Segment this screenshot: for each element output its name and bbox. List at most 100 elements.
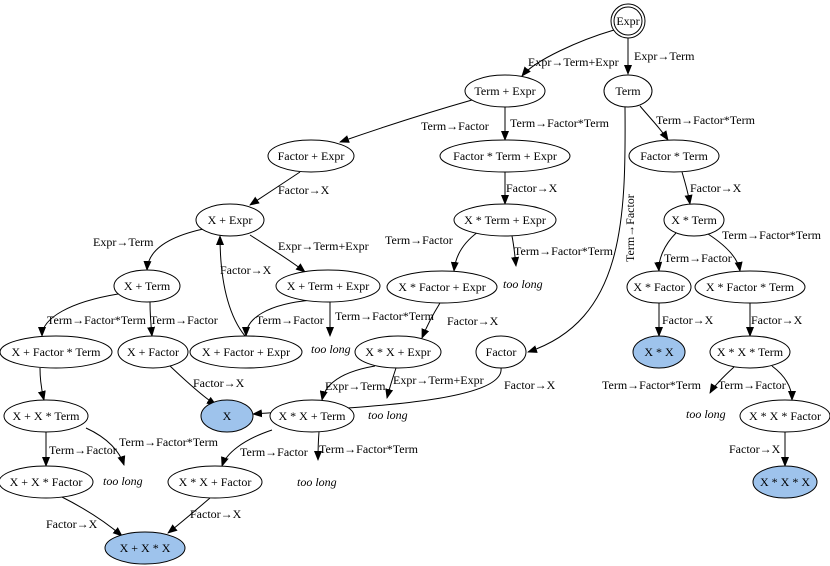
edge-x_mul_x_plus_term-to-x_mul_x_plus_factor: [221, 429, 273, 467]
node-ellipse: [475, 335, 527, 369]
edge-factor_plus_expr-to-x_plus_expr: [249, 171, 301, 206]
edge-label-l15: Term→Factor: [664, 251, 732, 265]
node-label: X * X + Term: [278, 409, 346, 423]
edge-x_plus_term-to-x_plus_factor: [147, 301, 156, 337]
edge-label-l31: Term→Factor: [49, 443, 117, 457]
node-x-mul-term-r: X * Term: [663, 203, 725, 237]
too-long-label: too long: [686, 407, 726, 421]
too-long-label: too long: [368, 408, 408, 422]
edge-label-l20: Term→Factor*Term: [335, 309, 435, 323]
edge-x_mul_x_mul_term-to-t4: [709, 366, 735, 394]
node-ellipse: [167, 465, 263, 499]
edge-label-l23: Factor→X: [751, 313, 803, 327]
start-node-inner-ring: [613, 6, 643, 36]
edge-label-l11: Expr→Term+Expr: [278, 239, 369, 253]
node-x-mul-x-plus-expr: X * X + Expr: [354, 335, 442, 369]
edge-label-l32: Term→Factor*Term: [119, 435, 219, 449]
edge-x_plus_factor_mul_term-to-x_plus_x_mul_term: [37, 367, 46, 401]
edge-label-l34: Term→Factor*Term: [319, 442, 419, 456]
edge-label-l9: Factor→X: [690, 181, 742, 195]
node-label: X + X * X: [120, 541, 171, 555]
too-long-label: too long: [103, 474, 143, 488]
node-label: X * X * X: [760, 475, 810, 489]
edge-label-l30: Factor→X: [729, 442, 781, 456]
node-ellipse: [464, 74, 546, 108]
node-ellipse: [439, 139, 571, 173]
node-label: Factor * Term + Expr: [453, 149, 557, 163]
node-label: X * X * Factor: [749, 409, 821, 423]
edge-label-l12: Factor→X: [220, 263, 272, 277]
edge-x_plus_x_mul_term-to-t5: [85, 427, 126, 466]
edge-term-to-factor: [527, 106, 626, 353]
node-x-plus-factor: X + Factor: [117, 335, 189, 369]
node-ellipse: [663, 203, 725, 237]
node-ellipse: [267, 139, 355, 173]
node-ellipse: [626, 270, 692, 304]
too-long-label: too long: [503, 277, 543, 291]
node-label: X * X: [644, 345, 674, 359]
node-label: X: [223, 409, 232, 423]
edge-label-l29: Term→Factor: [718, 378, 786, 392]
node-x-mul-factor-mul-term: X * Factor * Term: [694, 270, 806, 304]
node-label: Term: [615, 84, 641, 98]
node-label: X + Factor * Term: [11, 345, 101, 359]
edge-label-l22: Factor→X: [662, 313, 714, 327]
edge-label-l25: Expr→Term: [325, 379, 386, 393]
edge-label-l7: Factor→X: [278, 183, 330, 197]
final-node-ellipse: [104, 531, 186, 565]
edge-label-l35: Factor→X: [46, 517, 98, 531]
node-label: X * Factor + Expr: [398, 280, 485, 294]
node-ellipse: [739, 399, 830, 433]
final-node-ellipse: [632, 335, 686, 369]
edge-label-l8: Factor→X: [506, 181, 558, 195]
node-ellipse: [386, 270, 498, 304]
edge-x_mul_term_r-to-x_mul_factor_r: [654, 232, 677, 272]
edge-x_plus_expr-to-x_plus_term_plus_expr: [249, 234, 306, 273]
node-label: Factor + Expr: [278, 149, 345, 163]
edge-label-l27: Factor→X: [504, 378, 556, 392]
node-factor-mul-term-plus-expr: Factor * Term + Expr: [439, 139, 571, 173]
node-label: X * X * Term: [717, 345, 784, 359]
node-label: Expr: [616, 14, 639, 28]
node-x-plus-expr: X + Expr: [195, 203, 265, 237]
node-ellipse: [628, 139, 720, 173]
edge-label-l10: Expr→Term: [93, 235, 154, 249]
node-x-plus-x-mul-term: X + X * Term: [3, 399, 89, 433]
node-ellipse: [117, 335, 189, 369]
node-factor: Factor: [475, 335, 527, 369]
node-x-mul-term-plus-expr: X * Term + Expr: [453, 203, 557, 237]
node-x-mul-factor-plus-expr: X * Factor + Expr: [386, 270, 498, 304]
node-factor-mul-term: Factor * Term: [628, 139, 720, 173]
node-x-mul-x-mul-factor: X * X * Factor: [739, 399, 830, 433]
node-ellipse: [275, 269, 381, 303]
edge-x_plus_expr-to-x_plus_term: [143, 227, 209, 271]
edge-label-l36: Factor→X: [190, 507, 242, 521]
edge-expr-to-term_plus_expr: [521, 29, 615, 77]
edge-label-l28: Term→Factor*Term: [602, 378, 702, 392]
edge-label-l1: Expr→Term+Expr: [528, 55, 619, 69]
edge-x_plus_factor_plus_expr-to-x_plus_expr: [216, 235, 246, 337]
too-long-label: too long: [297, 475, 337, 489]
node-x-mul-x-r: X * X: [632, 335, 686, 369]
node-label: X + Expr: [208, 213, 253, 227]
node-x-mul-x-mul-x: X * X * X: [752, 465, 818, 499]
node-ellipse: [603, 74, 653, 108]
node-label: X + Factor + Expr: [202, 345, 290, 359]
node-x-final: X: [200, 399, 254, 433]
edge-label-l3: Term→Factor: [421, 119, 489, 133]
edge-label-l5: Term→Factor*Term: [656, 113, 756, 127]
edge-x_plus_term-to-x_plus_factor_mul_term: [38, 293, 119, 337]
node-label: Factor * Term: [640, 149, 708, 163]
edge-label-l16: Term→Factor*Term: [722, 228, 822, 242]
node-ellipse: [709, 335, 791, 369]
node-expr: Expr: [610, 3, 646, 39]
edge-term_plus_expr-to-factor_plus_expr: [339, 99, 473, 143]
edge-label-l6: Term→Factor: [623, 194, 637, 262]
node-ellipse: [3, 399, 89, 433]
edge-x_mul_term_plus_expr-to-x_mul_factor_plus_expr: [450, 231, 479, 272]
node-label: X + Term + Expr: [287, 279, 369, 293]
node-ellipse: [0, 335, 113, 369]
edge-label-l13: Term→Factor: [385, 233, 453, 247]
final-node-ellipse: [752, 465, 818, 499]
